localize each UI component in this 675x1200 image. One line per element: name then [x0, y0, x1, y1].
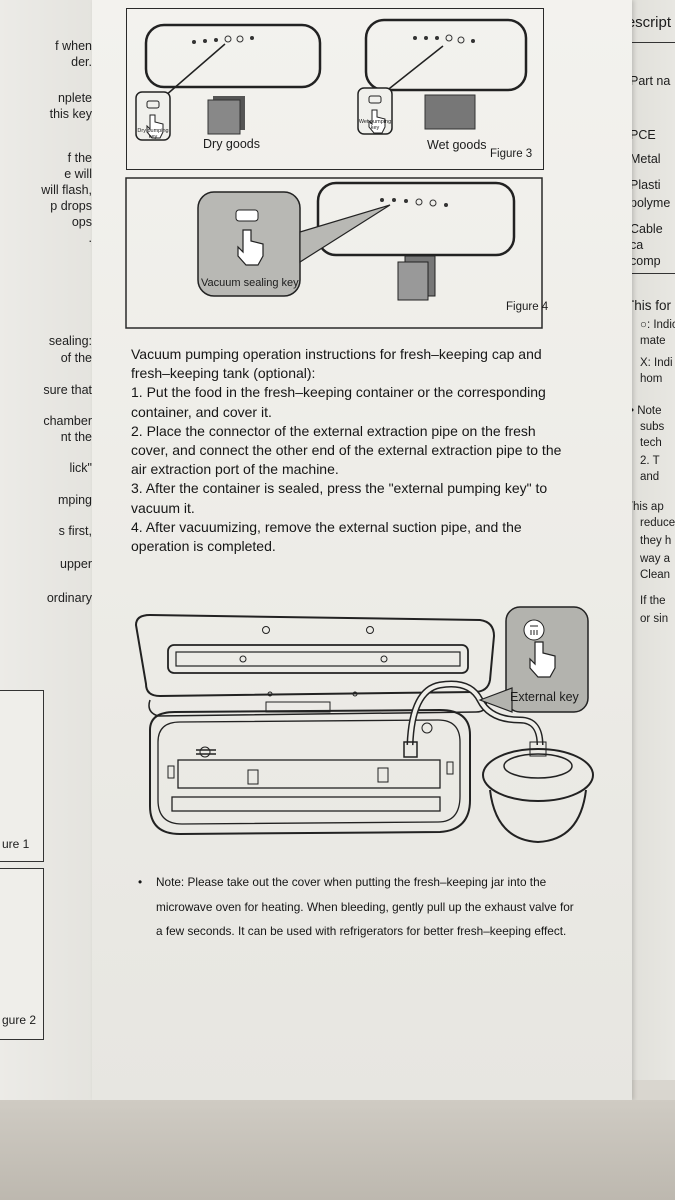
left-page-line: p drops — [50, 199, 92, 213]
left-page-line: of the — [60, 351, 92, 365]
right-page-line: This for — [626, 298, 672, 313]
right-page-line: hom — [640, 373, 663, 385]
right-page-line: X: Indi — [640, 357, 673, 369]
right-page-line: subs — [640, 421, 665, 433]
left-page-line: sealing: — [48, 334, 92, 348]
figure4-caption: Figure 4 — [506, 301, 549, 313]
wet-goods-label: Wet goods — [427, 138, 487, 152]
vacuum-sealing-key-label: Vacuum sealing key — [201, 277, 299, 289]
right-table-cell: Part na — [630, 74, 671, 88]
dry-goods-label: Dry goods — [203, 137, 260, 151]
wet-pumping-key-label: Wet pumping key — [358, 119, 392, 131]
right-table-cell: Cable — [630, 222, 663, 236]
instruction-step-3: 3. After the container is sealed, press … — [131, 480, 548, 516]
right-page-line: Clean — [640, 569, 671, 581]
right-table-cell: Metal — [630, 152, 661, 166]
left-page-line: nplete — [57, 91, 92, 105]
left-page-line: mping — [57, 493, 92, 507]
figure2-caption: gure 2 — [2, 1013, 37, 1027]
right-table-cell: comp — [630, 254, 661, 268]
pumping-instructions: Vacuum pumping operation instructions fo… — [131, 345, 571, 556]
left-page-line: this key — [49, 107, 92, 121]
instruction-step-2: 2. Place the connector of the external e… — [131, 422, 562, 478]
left-page-line: sure that — [43, 383, 92, 397]
figure3-caption: Figure 3 — [490, 148, 533, 160]
left-page-line: ops — [71, 215, 92, 229]
dry-pumping-key-label: Dry pumping key — [137, 128, 169, 140]
note-text: Note: Please take out the cover when put… — [156, 875, 574, 938]
right-page-line: tech — [640, 437, 662, 449]
right-page-line: and — [640, 471, 660, 483]
figure1-box — [0, 690, 44, 862]
left-page-line: lick" — [69, 461, 93, 475]
right-page-line: This ap — [626, 501, 664, 513]
right-page-line: 2. T — [640, 455, 660, 467]
left-page-line: will flash, — [41, 183, 92, 197]
right-table-cell: PCE — [630, 128, 656, 142]
left-page-line: der. — [71, 55, 92, 69]
note-bullet: • — [138, 875, 143, 889]
right-page-line: they h — [640, 535, 672, 547]
external-key-label: External key — [510, 690, 579, 704]
desk-surface — [0, 1100, 675, 1200]
right-page-line: ○: Indic — [640, 319, 675, 331]
left-page-line: . — [88, 231, 92, 245]
right-page-line: way a — [640, 553, 671, 565]
right-table-cell: Plasti — [630, 178, 661, 192]
left-page-line: s first, — [58, 524, 92, 538]
right-page-line: If the — [640, 595, 666, 607]
right-page-line: reduce — [640, 517, 675, 529]
figure3-box — [126, 8, 544, 170]
instructions-heading: Vacuum pumping operation instructions fo… — [131, 346, 542, 382]
instruction-step-4: 4. After vacuumizing, remove the externa… — [131, 518, 522, 555]
figure2-box — [0, 868, 44, 1040]
right-table-cell: polyme — [630, 196, 671, 210]
right-page-line: mate — [640, 335, 666, 347]
right-page-line: • Note — [630, 405, 662, 417]
figure1-caption: ure 1 — [2, 837, 30, 851]
right-page-line: or sin — [640, 613, 669, 625]
left-page: ure 1 gure 2 f when der. nplete this key f t… — [0, 0, 96, 1125]
left-page-line: f the — [67, 151, 92, 165]
left-page-line: upper — [60, 557, 92, 571]
right-table-cell: ca — [630, 238, 644, 252]
instruction-step-1: 1. Put the food in the fresh–keeping con… — [131, 384, 546, 420]
left-page-line: chamber — [43, 414, 92, 428]
heating-note: • Note: Please take out the cover when p… — [138, 870, 578, 944]
left-page-line: ordinary — [46, 591, 92, 605]
left-page-line: e will — [64, 167, 92, 181]
left-page-line: f when — [55, 39, 92, 53]
left-page-line: nt the — [60, 430, 92, 444]
